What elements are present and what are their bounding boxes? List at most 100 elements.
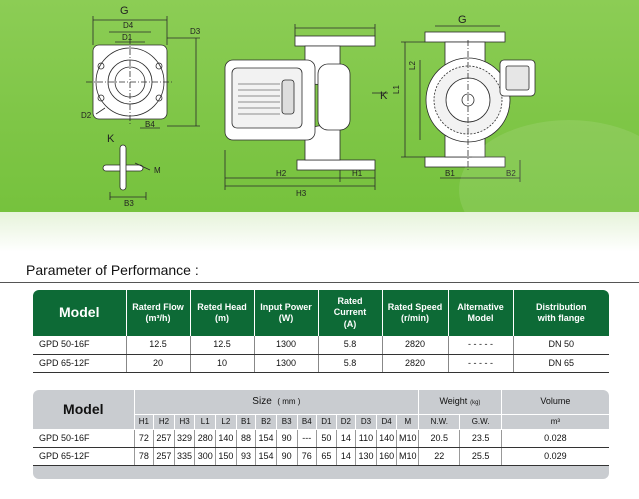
size-col-header: H3 [173, 414, 195, 430]
flange-front-view [86, 16, 200, 129]
size-header-model: Model [33, 390, 135, 430]
label-b1: B1 [445, 169, 455, 178]
perf-cell: 12.5 [189, 336, 254, 355]
label-d3: D3 [190, 27, 201, 36]
section-heading: Parameter of Performance : [26, 262, 199, 278]
heading-rule [0, 282, 639, 283]
size-col-header: B3 [275, 414, 297, 430]
size-cell: 154 [255, 429, 277, 448]
label-l1: L1 [392, 85, 401, 94]
size-col-header: L2 [215, 414, 237, 430]
size-table-footer [33, 465, 609, 479]
drawing-area: G D4 D1 D3 D2 B4 K M B3 H2 H3 H1 K G L1 … [0, 0, 639, 212]
size-cell: 154 [255, 447, 277, 466]
label-d2: D2 [81, 111, 92, 120]
table-row: GPD 65-12F 78 257 335 300 150 93 154 90 … [33, 447, 609, 466]
perf-cell: - - - - - [447, 354, 513, 373]
perf-cell: 1300 [253, 354, 318, 373]
size-cell: 93 [235, 447, 256, 466]
size-cell: 50 [316, 429, 337, 448]
perf-cell-model: GPD 65-12F [33, 354, 126, 373]
size-cell-model: GPD 65-12F [33, 447, 135, 466]
perf-header-flow: Raterd Flow(m³/h) [125, 290, 190, 336]
perf-header-power: Input Power(W) [253, 290, 318, 336]
size-col-header: M [396, 414, 419, 430]
size-cell: 0.029 [500, 447, 609, 466]
size-col-header: H2 [153, 414, 175, 430]
band-fade [0, 212, 639, 252]
perf-cell: 1300 [253, 336, 318, 355]
k-section-view [102, 144, 151, 200]
perf-cell: 12.5 [125, 336, 190, 355]
label-d1: D1 [122, 33, 133, 42]
size-cell: M10 [396, 447, 419, 466]
label-k-left: K [107, 133, 115, 145]
label-h2: H2 [276, 169, 287, 178]
perf-header-current: Rated Current(A) [317, 290, 382, 336]
size-cell: --- [296, 429, 317, 448]
size-cell: 20.5 [418, 429, 460, 448]
pump-drawing: G D4 D1 D3 D2 B4 K M B3 H2 H3 H1 K G L1 … [81, 5, 536, 208]
size-cell: 335 [173, 447, 195, 466]
label-d4: D4 [123, 21, 134, 30]
pump-side-view [224, 24, 388, 190]
label-b4: B4 [145, 120, 155, 129]
size-col-header: G.W. [459, 414, 502, 430]
size-cell: 150 [215, 447, 237, 466]
size-col-header: L1 [194, 414, 216, 430]
size-col-header: B1 [235, 414, 256, 430]
size-cell: 257 [153, 429, 175, 448]
table-row: GPD 65-12F 20 10 1300 5.8 2820 - - - - -… [33, 354, 609, 373]
label-m: M [154, 166, 161, 175]
size-cell: 110 [355, 429, 377, 448]
size-cell: 300 [194, 447, 216, 466]
perf-cell: 10 [189, 354, 254, 373]
perf-cell: 20 [125, 354, 190, 373]
label-h1: H1 [352, 169, 363, 178]
label-g-right: G [458, 14, 467, 26]
size-col-header: m³ [500, 414, 609, 430]
size-cell: 76 [296, 447, 317, 466]
perf-cell: 5.8 [317, 336, 382, 355]
size-col-header: H1 [133, 414, 154, 430]
pump-end-view [401, 25, 536, 182]
label-k-mid: K [380, 90, 388, 102]
size-col-header: D3 [355, 414, 377, 430]
label-h3: H3 [296, 189, 307, 198]
size-cell: 140 [215, 429, 237, 448]
label-b3: B3 [124, 199, 134, 208]
size-cell-model: GPD 50-16F [33, 429, 135, 448]
size-header-size: Size ( mm ) [133, 390, 419, 415]
perf-cell-model: GPD 50-16F [33, 336, 126, 355]
size-col-header: D1 [316, 414, 337, 430]
size-cell: 78 [133, 447, 154, 466]
size-cell: 90 [275, 447, 297, 466]
size-cell: 22 [418, 447, 460, 466]
perf-header-speed: Rated Speed(r/min) [381, 290, 448, 336]
performance-header-row: Model Raterd Flow(m³/h) Reted Head(m) In… [33, 290, 609, 336]
size-cell: M10 [396, 429, 419, 448]
label-g-left: G [120, 5, 129, 17]
size-header-row: Model Size ( mm ) Weight (kg) Volume [33, 390, 609, 430]
size-cell: 23.5 [459, 429, 502, 448]
size-cell: 329 [173, 429, 195, 448]
size-cell: 25.5 [459, 447, 502, 466]
size-cell: 14 [335, 447, 356, 466]
size-col-header: N.W. [418, 414, 460, 430]
perf-cell: DN 50 [512, 336, 609, 355]
size-cell: 257 [153, 447, 175, 466]
size-col-header: D2 [335, 414, 356, 430]
size-cell: 130 [355, 447, 377, 466]
size-cell: 90 [275, 429, 297, 448]
size-table: Model Size ( mm ) Weight (kg) Volume H1 … [33, 390, 609, 479]
size-cell: 280 [194, 429, 216, 448]
size-cell: 140 [375, 429, 397, 448]
size-col-header: B4 [296, 414, 317, 430]
perf-cell: 5.8 [317, 354, 382, 373]
table-row: GPD 50-16F 72 257 329 280 140 88 154 90 … [33, 429, 609, 448]
size-cell: 160 [375, 447, 397, 466]
perf-cell: DN 65 [512, 354, 609, 373]
perf-header-model: Model [33, 290, 126, 336]
